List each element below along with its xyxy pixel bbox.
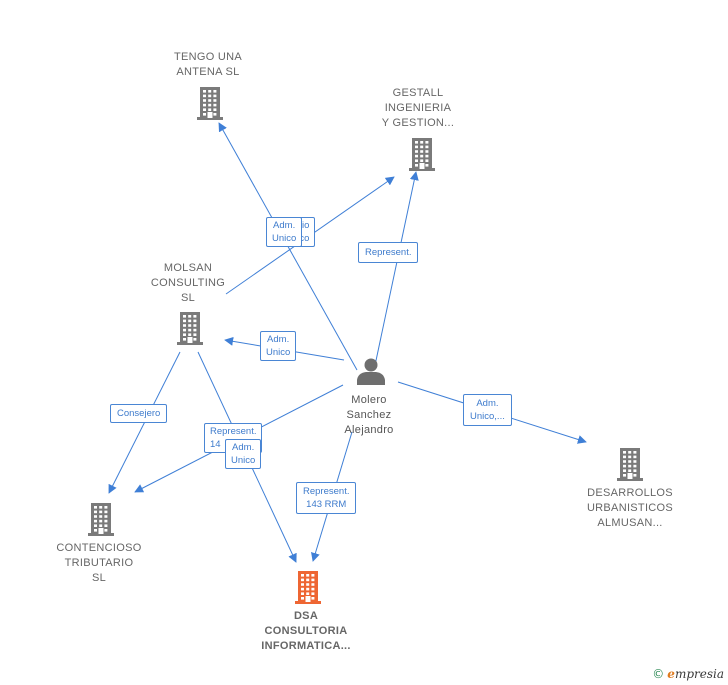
brand-initial: e	[667, 667, 675, 681]
building-icon-gestall[interactable]	[409, 138, 435, 171]
node-label-molsan[interactable]: MOLSAN CONSULTING SL	[150, 262, 226, 304]
node-label-molero[interactable]: Molero Sanchez Alejandro	[344, 394, 394, 436]
brand-logo: ©empresia	[652, 667, 724, 681]
icons	[88, 87, 643, 604]
edge-label-molero-molsan[interactable]: Adm. Unico	[260, 331, 297, 361]
building-icon-molsan[interactable]	[177, 312, 203, 345]
edge-label-molero-tengo[interactable]: Adm. Unico	[266, 217, 303, 247]
node-label-contencioso[interactable]: CONTENCIOSO TRIBUTARIO SL	[56, 542, 142, 584]
edge-label-molero-desarrollos[interactable]: Adm. Unico,...	[463, 394, 512, 426]
building-icon-desarrollos[interactable]	[617, 448, 643, 481]
edge-label-molsan-dsa[interactable]: Adm. Unico	[225, 439, 262, 469]
copyright-symbol: ©	[652, 667, 665, 681]
edge-molero-gestall	[373, 171, 419, 371]
edge-label-molsan-contencioso[interactable]: Consejero	[110, 404, 168, 423]
building-icon-contencioso[interactable]	[88, 503, 114, 536]
brand-name: mpresia	[674, 667, 724, 681]
person-icon-molero[interactable]	[357, 358, 385, 386]
building-icon-dsa[interactable]	[295, 571, 321, 604]
node-label-gestall[interactable]: GESTALL INGENIERIA Y GESTION...	[381, 87, 455, 129]
node-label-tengo[interactable]: TENGO UNA ANTENA SL	[173, 51, 243, 78]
node-label-dsa[interactable]: DSA CONSULTORIA INFORMATICA...	[261, 610, 351, 652]
edge-label-molero-gestall[interactable]: Represent.	[358, 242, 419, 263]
node-label-desarrollos[interactable]: DESARROLLOS URBANISTICOS ALMUSAN...	[586, 487, 674, 529]
edge-label-molero-dsa[interactable]: Represent. 143 RRM	[296, 482, 357, 514]
building-icon-tengo[interactable]	[197, 87, 223, 120]
